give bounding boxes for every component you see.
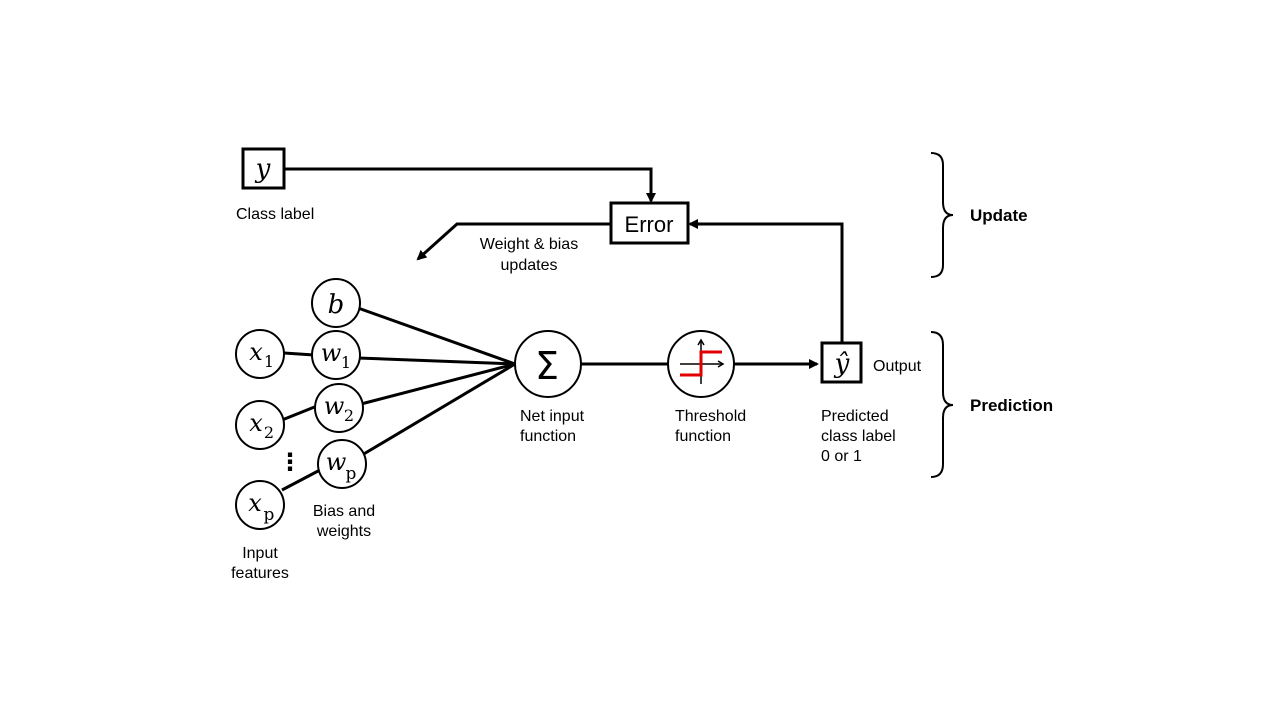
weight-update-arrow xyxy=(416,222,611,261)
net-input-line2: function xyxy=(520,428,576,445)
input-features-line2: features xyxy=(231,565,289,582)
svg-text:p: p xyxy=(346,464,357,484)
svg-text:1: 1 xyxy=(264,352,274,371)
output-yhat-box: ŷ xyxy=(820,341,863,384)
svg-text:x: x xyxy=(249,409,263,437)
class-label-text: Class label xyxy=(236,206,314,223)
update-label: Update xyxy=(970,206,1028,225)
update-brace xyxy=(930,152,954,278)
w2-sum-link xyxy=(360,362,516,406)
svg-text:Σ: Σ xyxy=(535,344,559,388)
net-input-line1: Net input xyxy=(520,408,585,425)
xp-wp-link xyxy=(281,468,321,492)
label-to-error-arrow xyxy=(284,167,656,203)
weight-wp-node: w p xyxy=(317,439,367,489)
bias-weights-line2: weights xyxy=(316,523,371,540)
threshold-line2: function xyxy=(675,428,731,445)
predicted-line3: 0 or 1 xyxy=(821,448,862,465)
svg-text:x: x xyxy=(248,489,262,517)
svg-text:ŷ: ŷ xyxy=(834,349,850,379)
svg-text:y: y xyxy=(255,154,271,184)
svg-text:x: x xyxy=(249,338,263,366)
wp-sum-link xyxy=(361,362,516,457)
svg-text:2: 2 xyxy=(344,406,354,425)
predicted-line2: class label xyxy=(821,428,896,445)
weight-w2-node: w 2 xyxy=(314,383,364,433)
prediction-label: Prediction xyxy=(970,396,1053,415)
svg-text:b: b xyxy=(328,290,345,320)
class-label-box: y xyxy=(241,147,286,190)
weight-w1-node: w 1 xyxy=(311,330,361,380)
prediction-brace xyxy=(930,331,954,478)
output-label: Output xyxy=(873,358,922,375)
svg-text:Error: Error xyxy=(625,212,674,237)
svg-text:w: w xyxy=(326,448,347,476)
predicted-line1: Predicted xyxy=(821,408,889,425)
threshold-line1: Threshold xyxy=(675,408,746,425)
ellipsis-dots: ⋮ xyxy=(278,448,302,476)
input-features-line1: Input xyxy=(242,545,278,562)
x1-w1-link xyxy=(283,351,315,357)
net-input-sum-node: Σ xyxy=(514,330,582,398)
svg-text:w: w xyxy=(324,392,345,420)
svg-text:w: w xyxy=(321,339,342,367)
input-x1-node: x 1 xyxy=(235,329,285,379)
weight-bias-updates-line2: updates xyxy=(501,257,558,274)
bias-weights-line1: Bias and xyxy=(313,503,375,520)
weight-bias-updates-line1: Weight & bias xyxy=(480,236,578,253)
x2-w2-link xyxy=(281,404,318,422)
svg-text:2: 2 xyxy=(264,423,274,442)
b-sum-link xyxy=(357,306,516,366)
error-box: Error xyxy=(609,201,690,245)
input-x2-node: x 2 xyxy=(235,400,285,450)
input-xp-node: x p xyxy=(235,480,285,530)
bias-node: b xyxy=(311,278,361,328)
w1-sum-link xyxy=(357,356,516,366)
step-function-curve xyxy=(680,350,722,377)
output-to-error-arrow xyxy=(688,219,844,342)
svg-text:1: 1 xyxy=(341,353,351,372)
svg-text:p: p xyxy=(264,505,275,525)
threshold-node xyxy=(667,330,735,398)
